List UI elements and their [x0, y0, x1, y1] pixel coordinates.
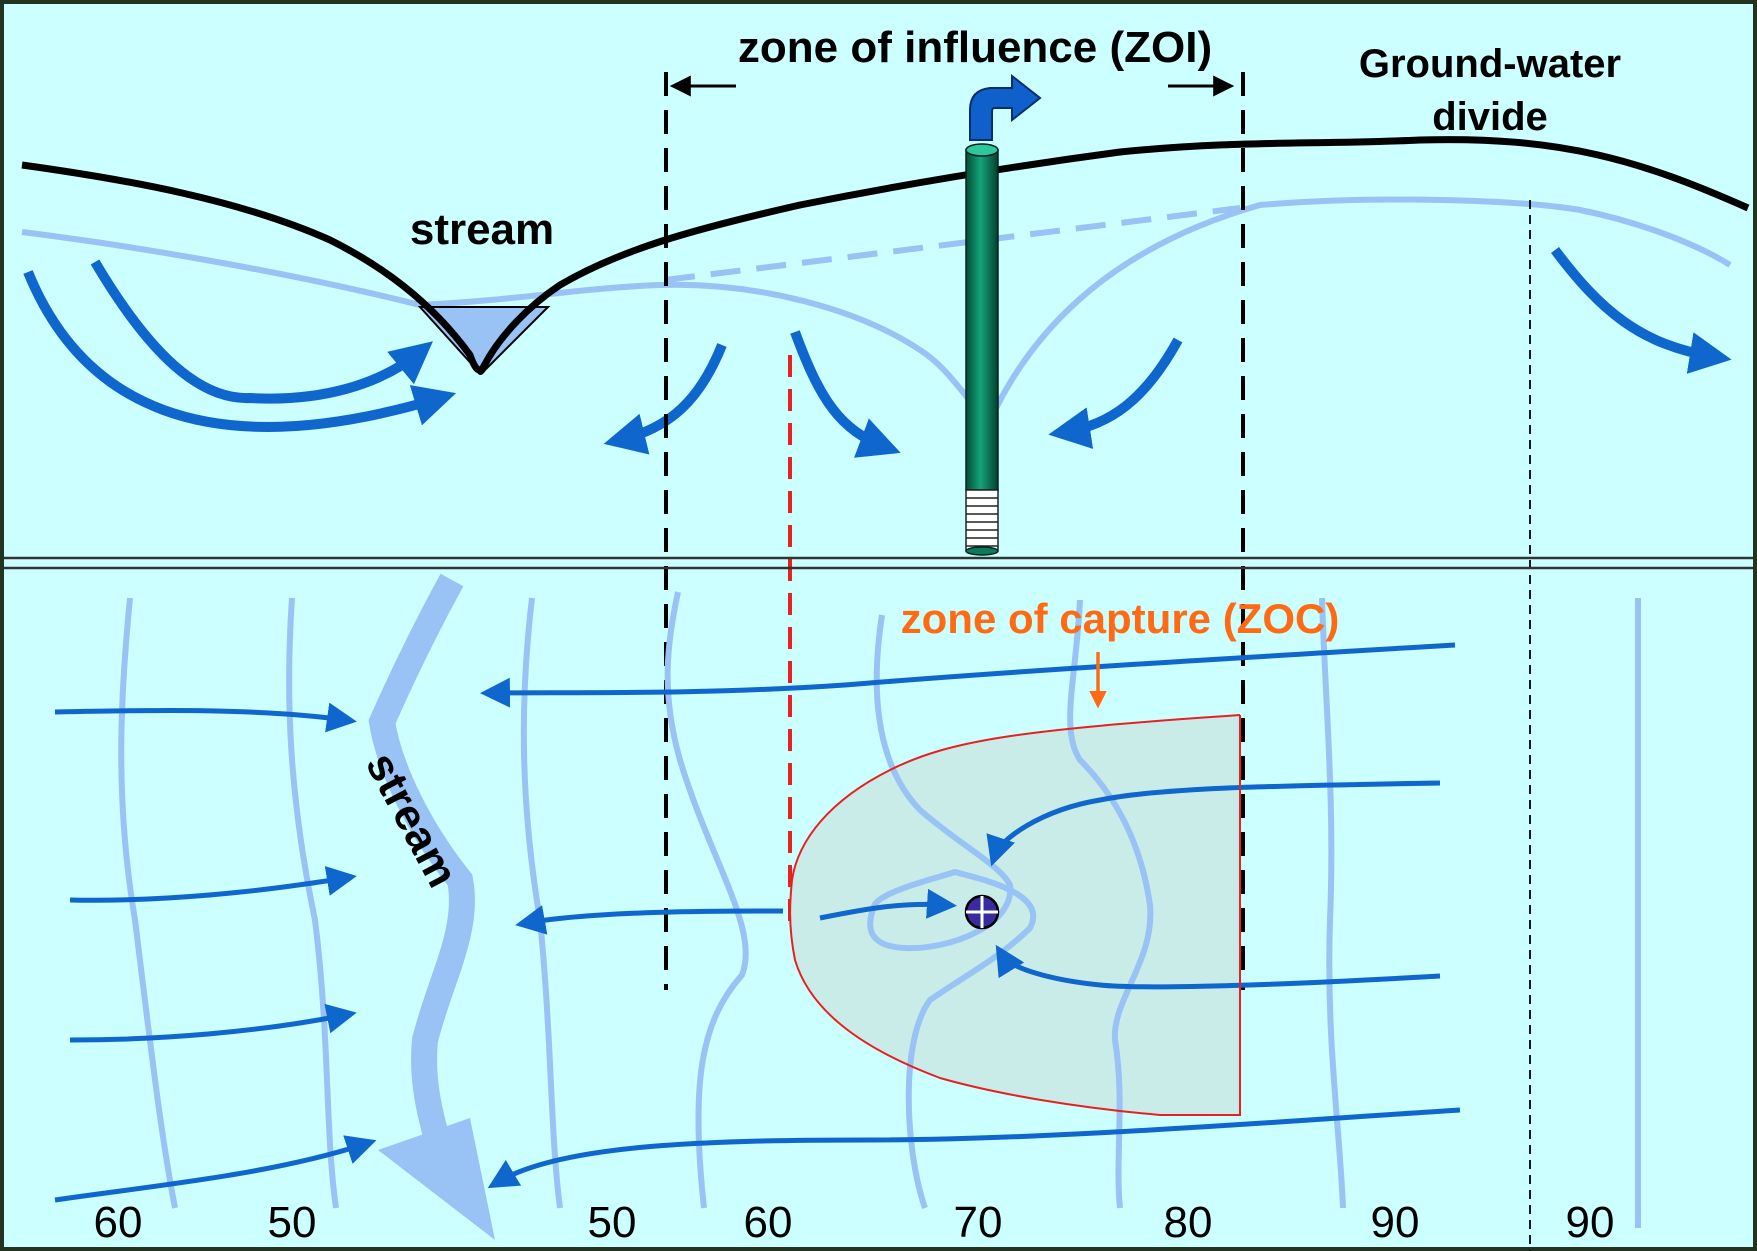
flow-arrow: [54, 702, 357, 733]
flow-arrow: [69, 866, 357, 903]
contour-label: 60: [744, 1198, 793, 1247]
static-water-table-dashed: [664, 205, 1241, 283]
contour-label: 90: [1566, 1198, 1615, 1247]
stream-section-label: stream: [410, 205, 554, 254]
contour-label: 50: [588, 1198, 637, 1247]
flow-arrow: [69, 1003, 357, 1043]
stream-flow-arrowhead: [378, 1118, 495, 1240]
plan-view-panel: stream zone of capture (ZOC) 60 50 50 60…: [54, 573, 1641, 1247]
flow-arrow: [1551, 246, 1732, 374]
contour-line: [664, 591, 749, 1209]
flow-arrow: [819, 888, 957, 921]
flow-arrow: [54, 1135, 377, 1203]
land-surface-line: [21, 136, 1750, 374]
contour-line: [118, 597, 178, 1209]
cross-section-panel: zone of influence (ZOI) Ground-water div…: [21, 23, 1750, 1251]
contour-line: [286, 597, 339, 1209]
contour-label: 60: [94, 1198, 143, 1247]
zoc-label: zone of capture (ZOC): [901, 595, 1340, 642]
flow-arrow: [480, 642, 1456, 708]
zone-of-capture-boundary: [789, 714, 1241, 1116]
zone-of-capture-area: [790, 715, 1240, 1115]
contour-line: [1319, 597, 1346, 1209]
flow-arrow: [90, 259, 433, 404]
groundwater-divide-label: Ground-water: [1359, 42, 1621, 86]
contour-label: 90: [1371, 1198, 1420, 1247]
zoi-label: zone of influence (ZOI): [738, 23, 1212, 72]
flow-arrow: [986, 780, 1441, 867]
contour-label: 50: [268, 1198, 317, 1247]
flow-arrow: [603, 343, 727, 455]
contour-line: [520, 597, 563, 1209]
groundwater-divide-label: divide: [1432, 95, 1548, 139]
well-icon: [965, 143, 999, 556]
pump-discharge-arrow-icon: [969, 73, 1042, 141]
stream-plan-channel: [368, 573, 475, 1184]
stream-plan-label: stream: [356, 745, 467, 895]
flow-arrow: [790, 330, 901, 458]
pumping-well-plan-symbol-icon: [964, 894, 1000, 930]
water-table-line: [21, 196, 1732, 418]
flow-arrow: [1048, 337, 1183, 449]
flow-arrow: [23, 270, 457, 432]
flow-arrow: [487, 1107, 1461, 1189]
contour-label: 80: [1164, 1198, 1213, 1247]
flow-arrow: [995, 944, 1441, 990]
contour-label: 70: [954, 1198, 1003, 1247]
flow-arrow: [515, 905, 784, 935]
